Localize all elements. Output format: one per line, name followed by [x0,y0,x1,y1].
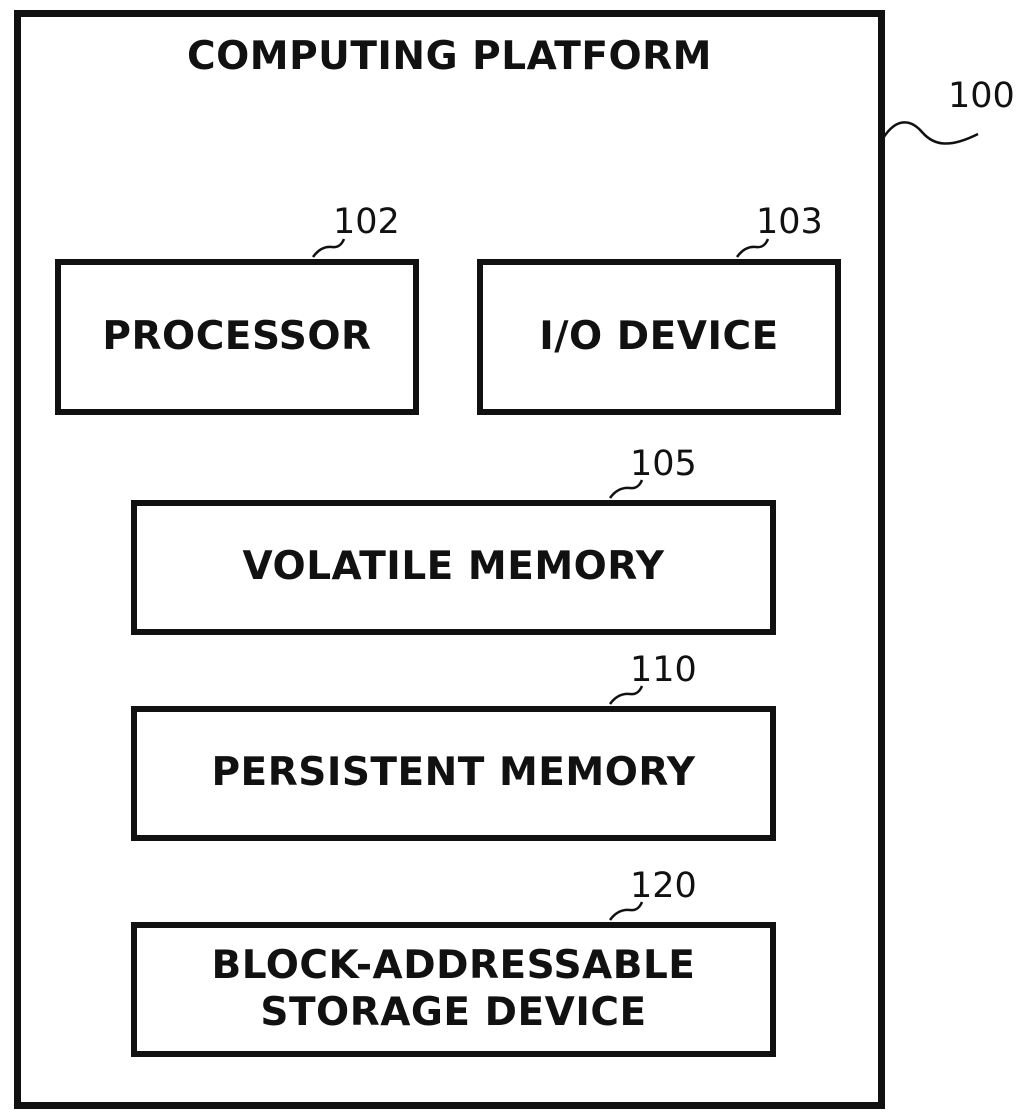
volatile-memory-box: VOLATILE MEMORY [131,500,776,635]
processor-label: PROCESSOR [102,314,371,360]
storage-device-box: BLOCK-ADDRESSABLE STORAGE DEVICE [131,922,776,1057]
io-device-label: I/O DEVICE [539,314,778,360]
platform-leader-line [882,122,978,143]
persistent-memory-box: PERSISTENT MEMORY [131,706,776,841]
computing-platform-title: COMPUTING PLATFORM [14,34,885,79]
io-device-ref-number: 103 [756,202,823,242]
persistent-memory-ref-number: 110 [630,650,697,690]
volatile-memory-ref-number: 105 [630,444,697,484]
volatile-memory-label: VOLATILE MEMORY [243,544,665,590]
processor-ref-number: 102 [333,202,400,242]
io-device-box: I/O DEVICE [477,259,841,415]
platform-ref-number: 100 [948,76,1015,116]
storage-device-label: BLOCK-ADDRESSABLE STORAGE DEVICE [212,943,696,1035]
processor-box: PROCESSOR [55,259,419,415]
storage-device-ref-number: 120 [630,866,697,906]
persistent-memory-label: PERSISTENT MEMORY [211,750,695,796]
